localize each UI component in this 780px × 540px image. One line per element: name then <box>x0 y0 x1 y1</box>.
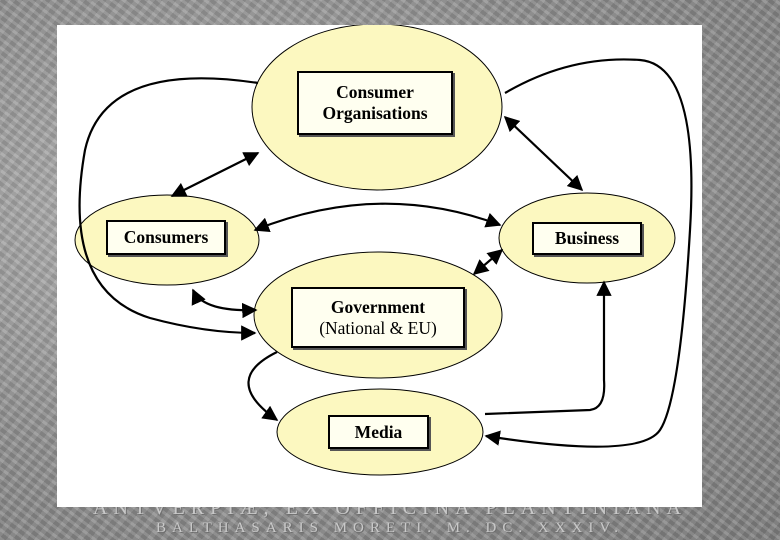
arrow-consumers-government <box>191 288 258 319</box>
consumers-text: Consumers <box>123 227 209 247</box>
media-label: Media <box>328 415 429 449</box>
arrow-loop-right-to-media <box>484 58 693 448</box>
consumers-label: Consumers <box>106 220 226 255</box>
government-label: Government (National & EU) <box>291 287 465 348</box>
arrow-media-business <box>484 280 612 416</box>
government-line-1: Government <box>330 296 426 317</box>
arrow-loop-left-to-government <box>78 77 259 341</box>
media-text: Media <box>354 421 403 442</box>
government-line-2: (National & EU) <box>319 317 437 338</box>
arrow-consumer-orgs-business <box>503 115 584 192</box>
arrow-business-government <box>472 248 504 276</box>
background-engraving-line-2: BALTHASARIS MORETI. M. DC. XXXIV. <box>155 520 625 536</box>
arrow-consumer-orgs-consumers <box>170 152 260 197</box>
arrow-consumers-business <box>253 202 502 233</box>
business-label: Business <box>532 222 642 255</box>
consumer-organisations-line-2: Organisations <box>322 103 428 123</box>
business-text: Business <box>554 228 620 248</box>
arrow-government-media <box>247 351 279 421</box>
diagram-panel: Consumer Organisations Consumers Busines… <box>57 25 702 507</box>
consumer-organisations-label: Consumer Organisations <box>297 71 453 135</box>
consumer-organisations-line-1: Consumer <box>336 82 414 102</box>
